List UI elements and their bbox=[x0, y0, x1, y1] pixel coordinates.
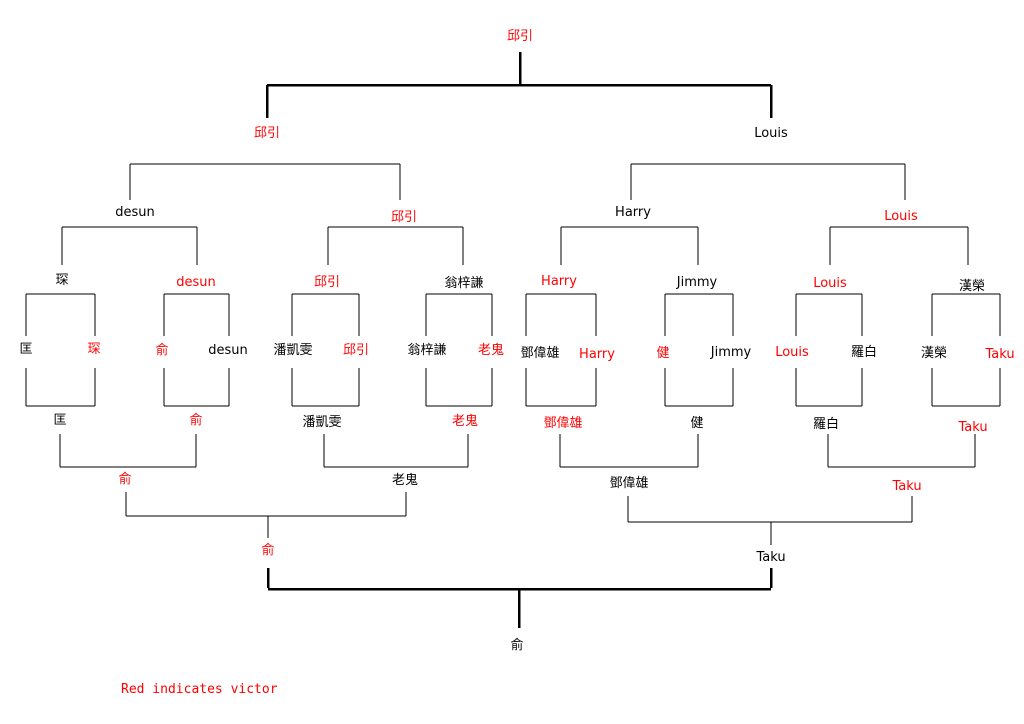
lower-entrant-label: 匡 bbox=[53, 413, 66, 428]
upper-round16-label: 俞 bbox=[155, 342, 168, 358]
upper-round16-label: Jimmy bbox=[710, 345, 752, 360]
lower-semifinal-label: Taku bbox=[891, 479, 921, 494]
upper-quarterfinal-label: desun bbox=[115, 205, 155, 220]
upper-round16-label: 邱引 bbox=[343, 343, 369, 358]
upper-semifinal-label: 邱引 bbox=[254, 126, 280, 141]
lower-entrant-label: 潘凱雯 bbox=[302, 415, 341, 430]
lower-entrant-label: 老鬼 bbox=[452, 413, 478, 429]
upper-round16-label: Harry bbox=[579, 347, 615, 362]
upper-quarterfinal-label: Harry bbox=[615, 205, 651, 220]
upper-quarterfinal-label: 邱引 bbox=[391, 210, 417, 225]
legend-note: Red indicates victor bbox=[121, 682, 278, 697]
upper-round16-label: desun bbox=[208, 343, 248, 358]
upper-round8-label: 翁梓謙 bbox=[444, 276, 483, 291]
upper-round16-label: 潘凱雯 bbox=[273, 343, 312, 358]
upper-round16-label: 羅白 bbox=[851, 344, 877, 360]
lower-final-label: Taku bbox=[755, 550, 785, 565]
lower-entrant-label: 俞 bbox=[189, 412, 202, 428]
upper-round16-label: 翁梓謙 bbox=[407, 343, 446, 358]
lower-semifinal-label: 俞 bbox=[118, 471, 131, 487]
lower-semifinal-label: 鄧偉雄 bbox=[609, 476, 648, 491]
upper-round16-label: 匡 bbox=[19, 342, 32, 357]
lower-entrant-label: 健 bbox=[690, 416, 703, 431]
upper-round8-label: desun bbox=[176, 275, 216, 290]
lower-entrant-label: 鄧偉雄 bbox=[543, 416, 582, 431]
lower-champion-label: 俞 bbox=[510, 637, 523, 653]
upper-round8-label: Louis bbox=[813, 276, 847, 291]
upper-round8-label: Jimmy bbox=[676, 275, 718, 290]
upper-round16-label: 琛 bbox=[87, 342, 100, 357]
upper-quarterfinal-label: Louis bbox=[884, 209, 918, 224]
lower-entrant-label: Taku bbox=[957, 420, 987, 435]
upper-round16-label: 健 bbox=[656, 346, 669, 361]
upper-round16-label: 老鬼 bbox=[478, 342, 504, 358]
upper-round8-label: 琛 bbox=[55, 273, 68, 288]
upper-round8-label: Harry bbox=[541, 274, 577, 289]
upper-champion-label: 邱引 bbox=[507, 29, 533, 44]
bracket-connectors bbox=[25, 52, 1001, 628]
upper-round16-label: 漢榮 bbox=[921, 346, 947, 361]
upper-round8-label: 漢榮 bbox=[959, 279, 985, 294]
upper-semifinal-label: Louis bbox=[754, 126, 788, 141]
upper-round16-label: 鄧偉雄 bbox=[520, 346, 559, 361]
lower-semifinal-label: 老鬼 bbox=[392, 472, 418, 488]
upper-round16-label: Louis bbox=[775, 345, 809, 360]
lower-entrant-label: 羅白 bbox=[813, 416, 839, 432]
upper-round16-label: Taku bbox=[984, 347, 1014, 362]
lower-final-label: 俞 bbox=[261, 542, 274, 558]
upper-round8-label: 邱引 bbox=[314, 275, 340, 290]
